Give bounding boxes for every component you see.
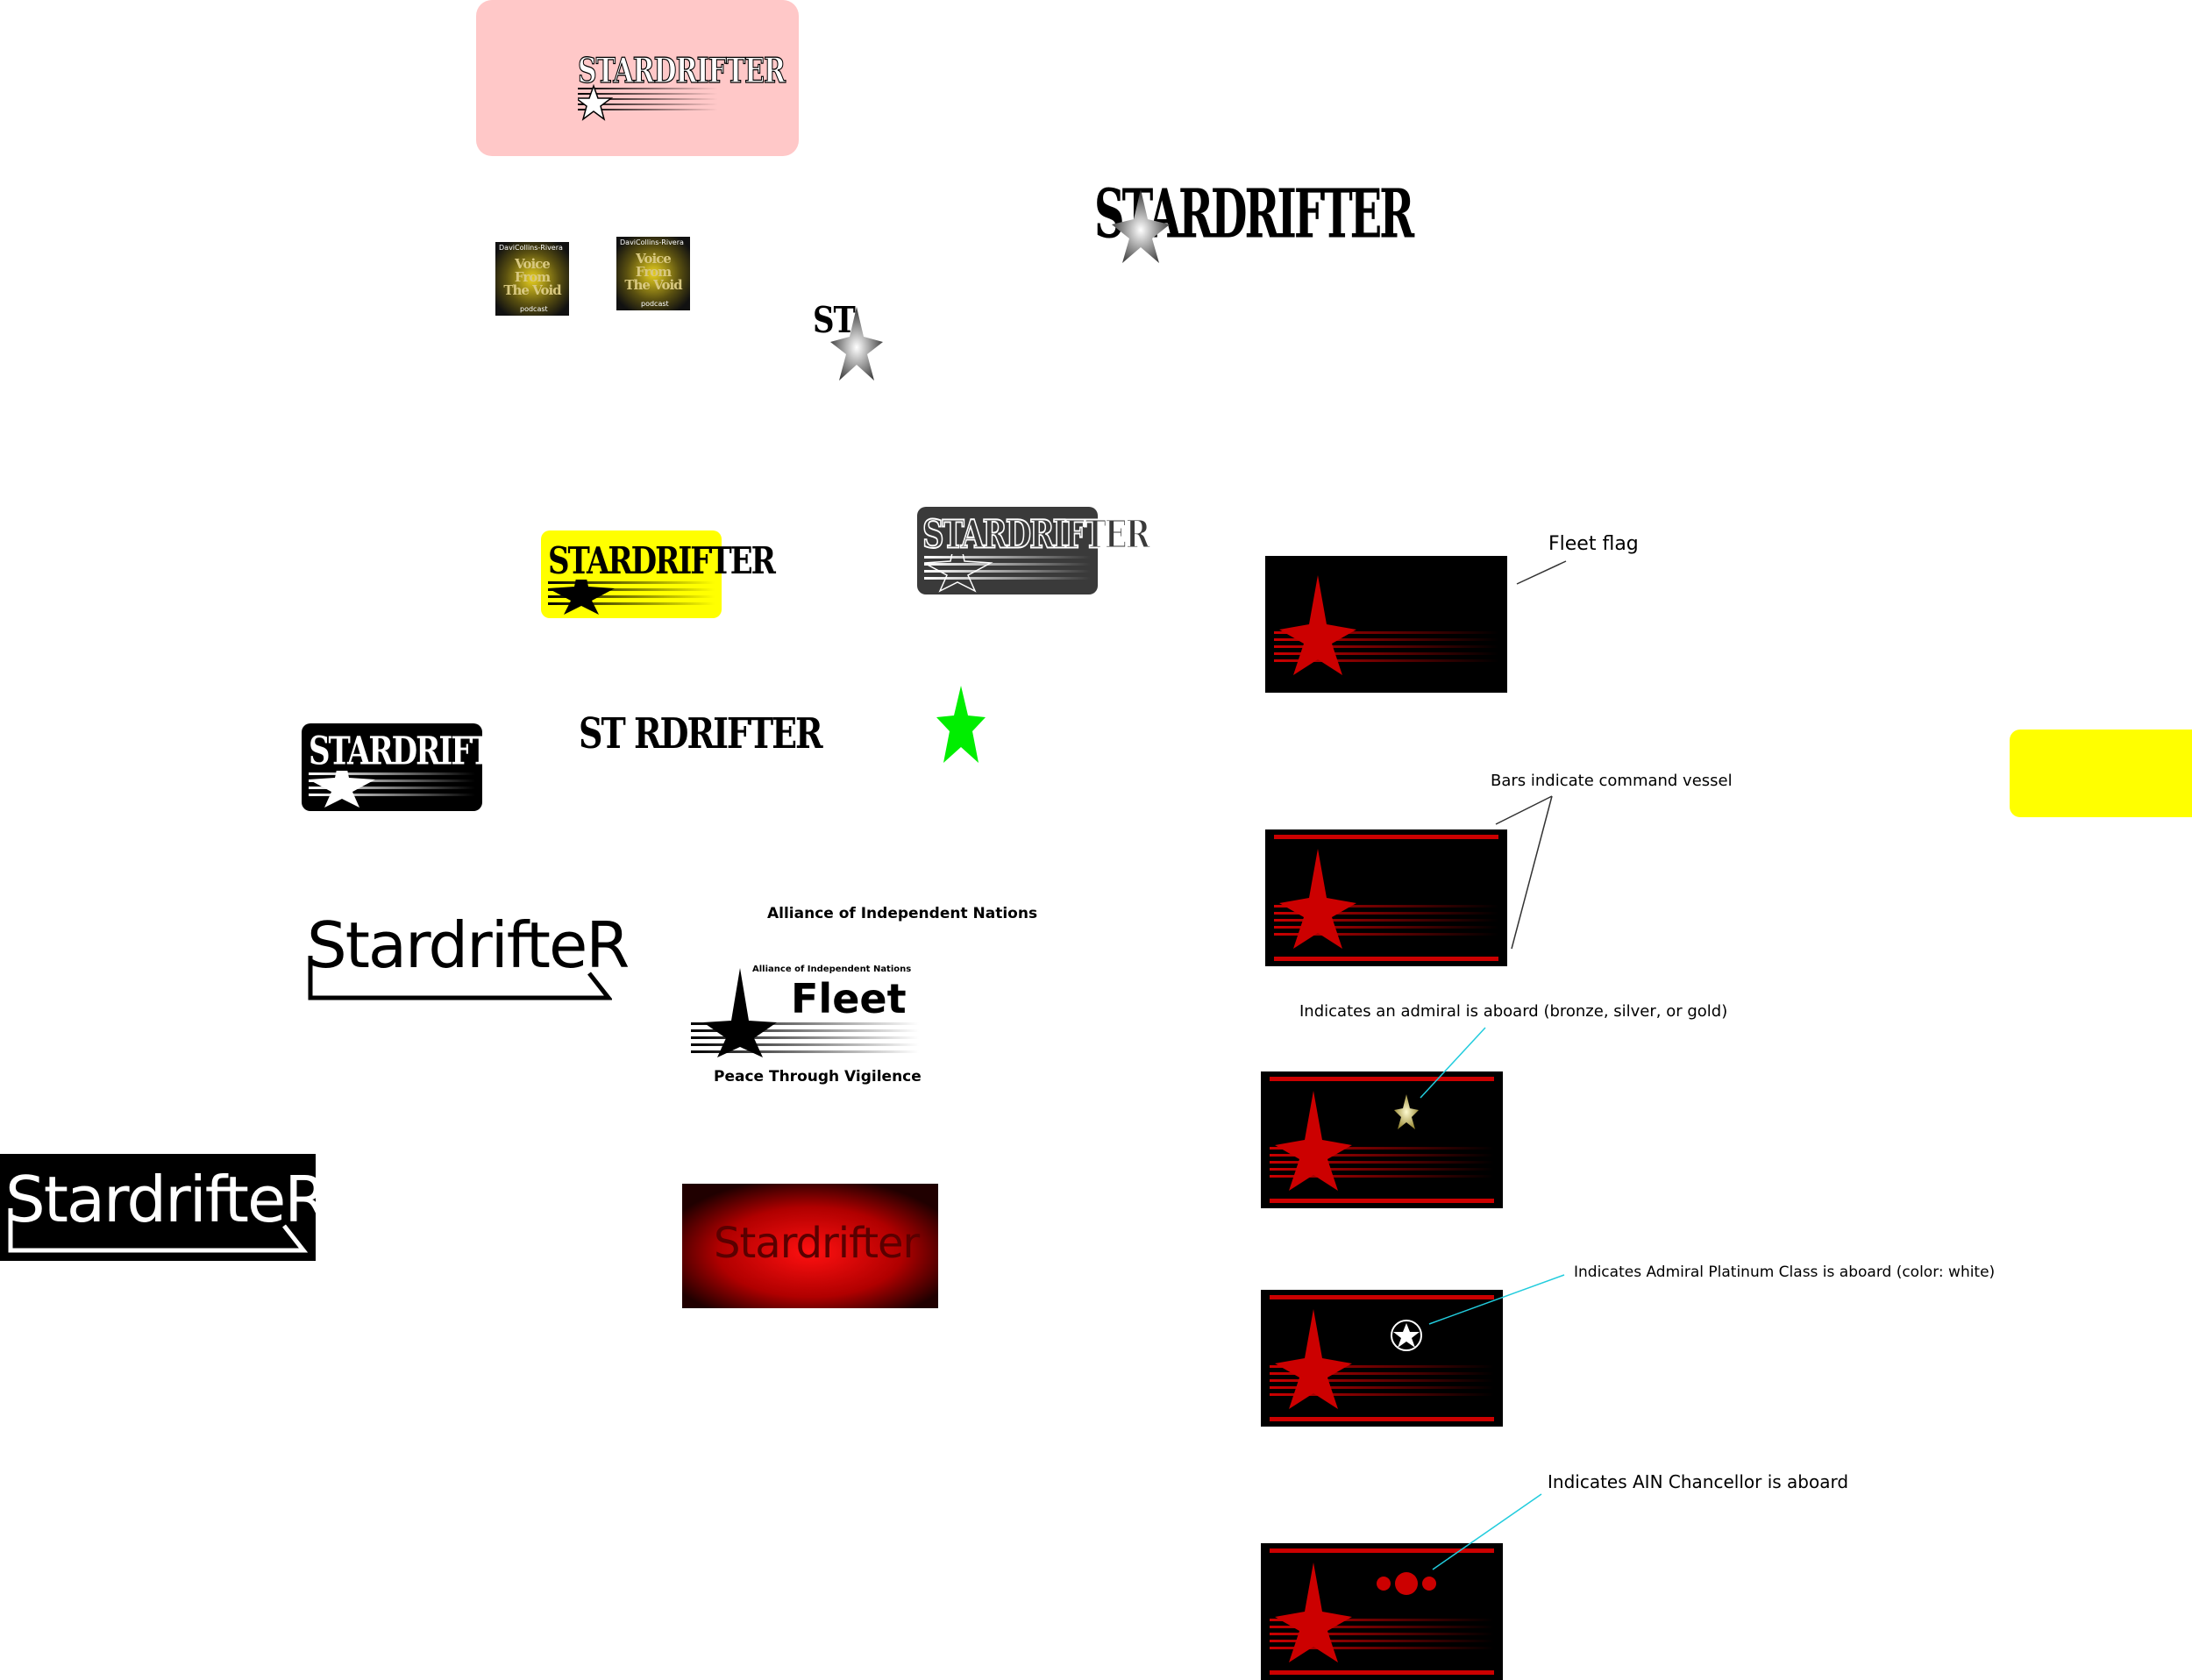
- admiral-star-icon: [1394, 1094, 1419, 1129]
- command-vessel-flag: [1265, 829, 1507, 966]
- podcast-title: Voice From The Void: [624, 251, 682, 293]
- st-star-logo: ST: [813, 300, 883, 382]
- star-icon: [1275, 1091, 1352, 1191]
- star-icon: [1112, 189, 1170, 263]
- leader-line: [1428, 1274, 1565, 1325]
- chancellor-label: Indicates AIN Chancellor is aboard: [1548, 1471, 1849, 1492]
- leader-line: [1516, 560, 1567, 585]
- platinum-star-icon: [1391, 1320, 1422, 1351]
- black-badge-text: STARDRIFTER: [309, 729, 537, 774]
- green-star-icon: [936, 686, 986, 763]
- star-icon: [548, 580, 615, 615]
- gray-badge-logo: STARDRIFTER: [917, 507, 1151, 594]
- leader-line: [1432, 1493, 1542, 1570]
- yellow-badge-text: STARDRIFTER: [548, 539, 776, 583]
- star-icon: [578, 84, 614, 121]
- outline-logo-text: StardrifteR: [307, 908, 630, 982]
- ain-header: Alliance of Independent Nations: [767, 905, 1038, 922]
- gray-badge-text: STARDRIFTER: [922, 511, 1150, 559]
- pink-badge-logo: STARDRIFTER: [476, 0, 799, 156]
- leader-lines: [1495, 795, 1553, 950]
- star-icon: [1275, 1563, 1352, 1662]
- podcast-author: DaviCollins-Rivera: [499, 244, 563, 252]
- podcast-subtitle: podcast: [520, 305, 548, 313]
- fleet-title: Fleet: [791, 975, 907, 1022]
- star-icon: [703, 968, 777, 1057]
- inverted-logo-text: StardrifteR: [5, 1163, 328, 1236]
- command-vessel-label: Bars indicate command vessel: [1491, 772, 1733, 790]
- chancellor-flag: [1261, 1543, 1503, 1680]
- yellow-badge-logo: STARDRIFTER: [541, 530, 776, 618]
- podcast-subtitle: podcast: [641, 300, 669, 308]
- inverted-stardrifter-logo: StardrifteR: [0, 1154, 328, 1261]
- stripes-icon: [578, 84, 718, 121]
- star-icon: [924, 554, 993, 593]
- podcast-tile-1: DaviCollins-Rivera Voice From The Void p…: [495, 242, 569, 316]
- black-badge-logo: STARDRIFTER: [302, 723, 537, 811]
- leader-line: [1420, 1027, 1486, 1099]
- st-rdrifter-text: ST RDRIFTER: [579, 708, 823, 758]
- big-stardrifter-logo: STARDRIFTER: [1094, 175, 1414, 263]
- podcast-title: Voice From The Void: [503, 256, 561, 298]
- platinum-flag: [1261, 1290, 1503, 1427]
- platinum-label: Indicates Admiral Platinum Class is aboa…: [1574, 1264, 1996, 1281]
- ain-small-header: Alliance of Independent Nations: [752, 965, 912, 974]
- st-text: ST: [813, 300, 856, 342]
- ain-fleet-logo: Alliance of Independent Nations Fleet Pe…: [689, 963, 926, 1089]
- star-icon: [309, 771, 375, 808]
- fleet-flag: [1265, 556, 1507, 693]
- star-icon: [830, 307, 883, 381]
- fleet-flag-label: Fleet flag: [1548, 533, 1639, 555]
- admiral-flag: [1261, 1071, 1503, 1208]
- podcast-author: DaviCollins-Rivera: [620, 238, 684, 246]
- outline-stardrifter-logo: StardrifteR: [305, 903, 630, 1001]
- podcast-tile-2: DaviCollins-Rivera Voice From The Void p…: [616, 237, 690, 310]
- yellow-block: [2010, 730, 2192, 817]
- star-icon: [1279, 849, 1356, 949]
- admiral-label: Indicates an admiral is aboard (bronze, …: [1299, 1002, 1728, 1021]
- red-logo-text: Stardrifter: [714, 1219, 920, 1268]
- red-gradient-logo: Stardrifter: [682, 1184, 938, 1308]
- star-icon: [1279, 575, 1356, 675]
- star-icon: [1275, 1309, 1352, 1409]
- fleet-motto: Peace Through Vigilence: [714, 1068, 922, 1086]
- pink-badge-text: STARDRIFTER: [578, 51, 786, 92]
- chancellor-dots-icon: [1377, 1572, 1436, 1595]
